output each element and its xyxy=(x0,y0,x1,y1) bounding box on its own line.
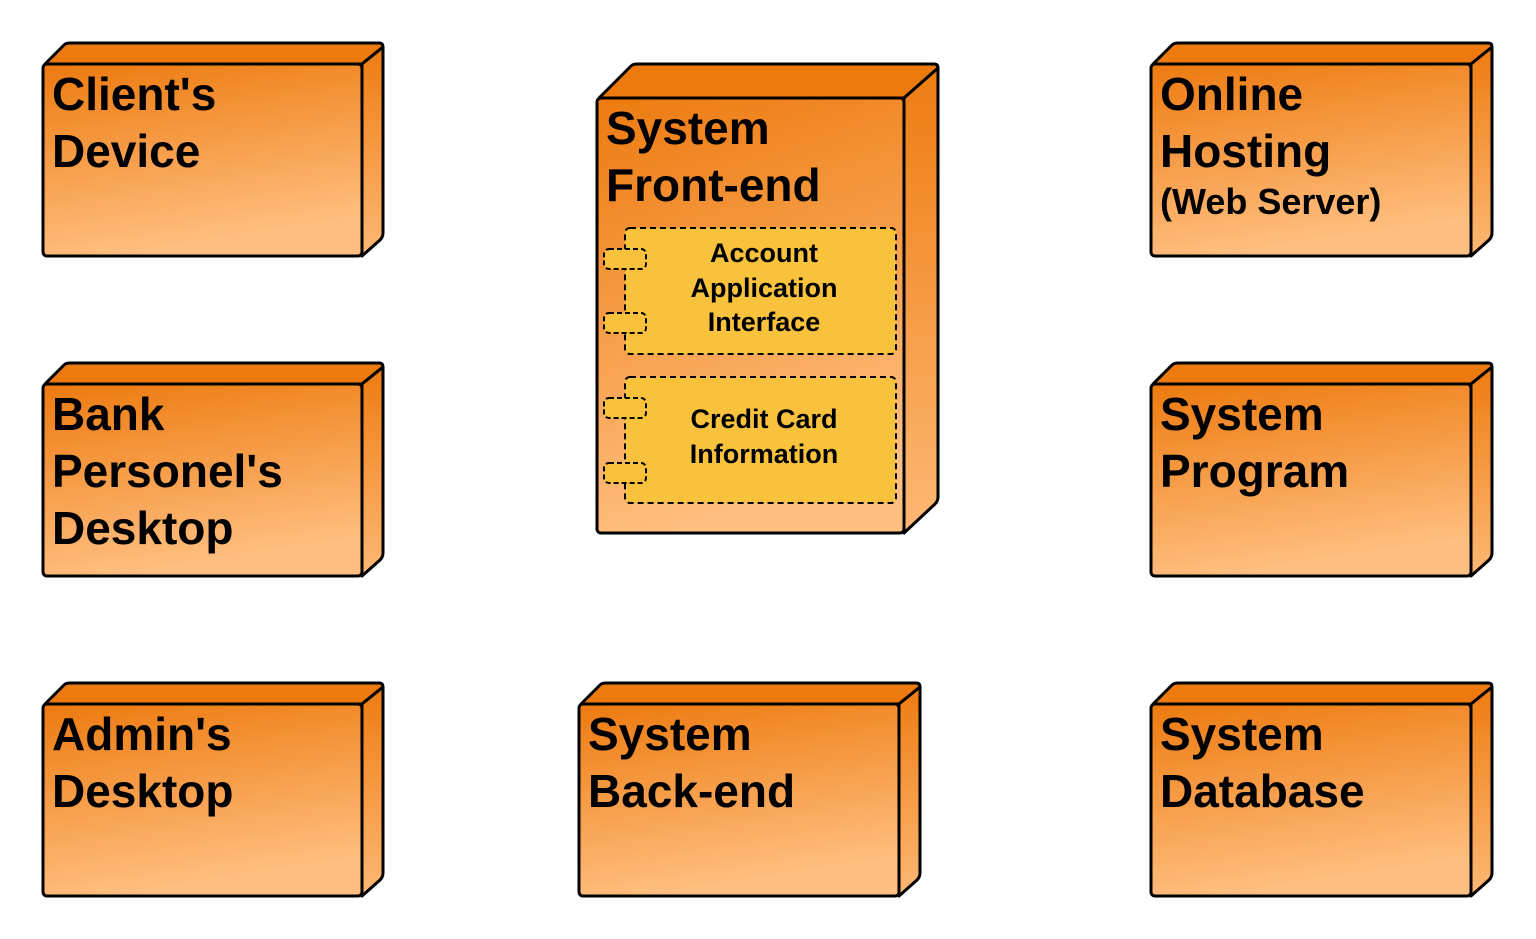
clients-device-label: Client's Device xyxy=(52,68,217,177)
node-clients-device xyxy=(41,41,385,258)
system-backend-label: System Back-end xyxy=(588,708,796,817)
node-system-program-front-face xyxy=(1149,382,1473,578)
admins-desktop-label: Admin's Desktop xyxy=(52,708,234,817)
node-system-database-top-face xyxy=(1151,681,1494,706)
node-online-hosting-top-face xyxy=(1151,41,1494,66)
node-system-backend xyxy=(577,681,922,898)
node-admins-desktop-side-face xyxy=(360,685,385,898)
system-program-label: System Program xyxy=(1160,388,1350,497)
account-interface-label: Account Application Interface xyxy=(690,238,838,337)
node-admins-desktop-top-face xyxy=(43,681,385,706)
node-admins-desktop-front-face xyxy=(41,702,364,898)
component-credit-card-body xyxy=(624,376,897,504)
component-credit-card xyxy=(603,376,897,504)
node-system-program-side-face xyxy=(1469,365,1494,578)
node-clients-device-side-face xyxy=(360,45,385,258)
component-account-interface xyxy=(603,227,897,355)
online-hosting-subtitle: (Web Server) xyxy=(1160,181,1382,222)
bank-personnel-desktop-label: Bank Personel's Desktop xyxy=(52,388,283,554)
node-clients-device-front-face xyxy=(41,62,364,258)
node-system-backend-top-face xyxy=(579,681,922,706)
node-system-database-side-face xyxy=(1469,685,1494,898)
component-account-interface-port-2 xyxy=(603,312,647,334)
system-frontend-label: System Front-end xyxy=(606,102,821,211)
node-bank-personnel-desktop-front-face xyxy=(41,382,364,578)
component-credit-card-port-1 xyxy=(603,397,647,419)
component-account-interface-port-1 xyxy=(603,248,647,270)
node-online-hosting-front-face xyxy=(1149,62,1473,258)
node-bank-personnel-desktop-side-face xyxy=(360,365,385,578)
node-online-hosting-side-face xyxy=(1469,45,1494,258)
credit-card-label: Credit Card Information xyxy=(689,404,839,469)
component-account-interface-body xyxy=(624,227,897,355)
node-system-database xyxy=(1149,681,1494,898)
node-system-backend-front-face xyxy=(577,702,901,898)
node-online-hosting xyxy=(1149,41,1494,258)
component-credit-card-port-2 xyxy=(603,462,647,484)
node-bank-personnel-desktop-top-face xyxy=(43,361,385,386)
node-system-backend-side-face xyxy=(897,685,922,898)
node-system-program-top-face xyxy=(1151,361,1494,386)
node-system-frontend-top-face xyxy=(597,62,940,100)
node-clients-device-top-face xyxy=(43,41,385,66)
node-system-frontend-side-face xyxy=(902,66,940,535)
node-system-program xyxy=(1149,361,1494,578)
node-admins-desktop xyxy=(41,681,385,898)
node-system-database-front-face xyxy=(1149,702,1473,898)
system-database-label: System Database xyxy=(1160,708,1365,817)
online-hosting-label: Online Hosting (Web Server) xyxy=(1160,68,1382,222)
node-bank-personnel-desktop xyxy=(41,361,385,578)
